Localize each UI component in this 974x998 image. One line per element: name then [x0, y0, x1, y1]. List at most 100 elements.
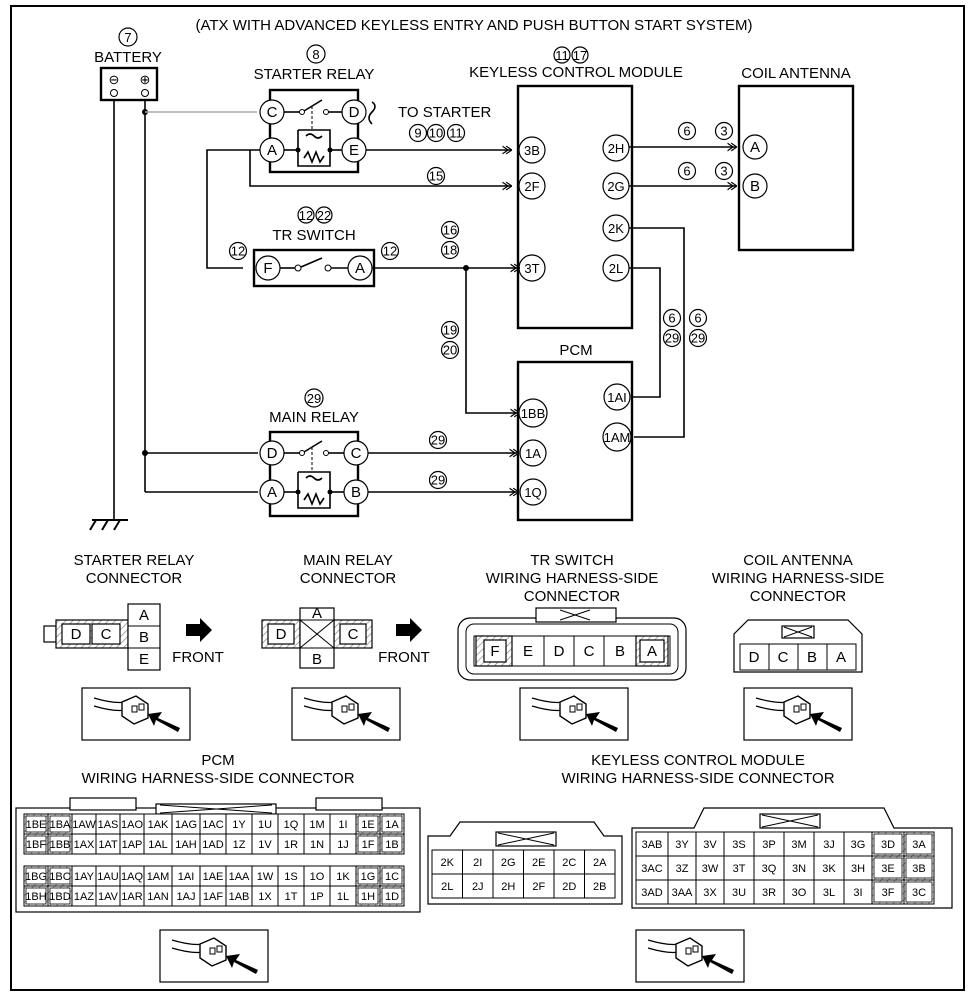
connector-pin-cell: 1G [355, 865, 381, 887]
svg-text:29: 29 [665, 331, 679, 346]
connector-pin-cell: 1R [277, 833, 305, 855]
svg-text:1K: 1K [336, 871, 350, 883]
wire-ref-number: 12 [380, 241, 400, 261]
svg-text:1B: 1B [385, 839, 398, 851]
svg-text:1V: 1V [258, 839, 272, 851]
svg-text:2G: 2G [607, 179, 624, 194]
pcm-label: PCM [559, 342, 592, 359]
svg-text:B: B [351, 484, 361, 501]
connector-pin-cell: 3H [843, 855, 873, 881]
svg-text:6: 6 [668, 311, 675, 326]
svg-text:A: A [647, 643, 657, 660]
svg-text:C: C [101, 626, 112, 643]
svg-text:2C: 2C [562, 857, 576, 869]
wire-ref-number: 9 [408, 123, 428, 143]
svg-text:KEYLESS CONTROL MODULE: KEYLESS CONTROL MODULE [591, 752, 805, 769]
svg-text:3AB: 3AB [642, 839, 663, 851]
svg-text:1AA: 1AA [229, 871, 250, 883]
connector-pin-cell: 1AX [71, 833, 97, 855]
svg-text:15: 15 [429, 169, 443, 184]
svg-text:20: 20 [443, 343, 457, 358]
connector-pin-cell: 3AA [667, 879, 697, 905]
wire-ref-number: 3 [714, 121, 734, 141]
battery-label: BATTERY [94, 49, 162, 66]
svg-text:1AB: 1AB [229, 891, 250, 903]
svg-text:3J: 3J [823, 839, 835, 851]
svg-text:3Z: 3Z [676, 863, 689, 875]
svg-text:18: 18 [443, 243, 457, 258]
svg-text:3Q: 3Q [762, 863, 777, 875]
wire-ref-number: 16 [440, 220, 460, 240]
svg-text:29: 29 [431, 433, 445, 448]
connector-pin-cell: 1M [303, 813, 331, 835]
svg-text:TR SWITCH: TR SWITCH [530, 552, 613, 569]
connector-pin-cell: 3O [783, 879, 815, 905]
svg-text:3S: 3S [732, 839, 745, 851]
svg-text:1AI: 1AI [178, 871, 195, 883]
svg-text:B: B [139, 629, 149, 646]
svg-text:1N: 1N [310, 839, 324, 851]
battery-box [99, 66, 159, 102]
connector-pin-cell: 1Q [277, 813, 305, 835]
wire-ref-number: 15 [426, 166, 446, 186]
svg-text:COIL ANTENNA: COIL ANTENNA [743, 552, 852, 569]
svg-text:3Y: 3Y [675, 839, 689, 851]
svg-text:1AP: 1AP [122, 839, 143, 851]
wire-ref-number: 18 [440, 240, 460, 260]
connector-pin-cell: 1BD [47, 885, 73, 907]
battery-ref-number [118, 27, 138, 47]
svg-text:16: 16 [443, 223, 457, 238]
svg-text:WIRING HARNESS-SIDE: WIRING HARNESS-SIDE [486, 570, 659, 587]
svg-text:2H: 2H [501, 881, 515, 893]
connector-pin-cell: 3X [695, 879, 725, 905]
svg-text:C: C [351, 445, 362, 462]
svg-text:19: 19 [443, 323, 457, 338]
svg-text:3W: 3W [702, 863, 719, 875]
svg-text:1S: 1S [284, 871, 297, 883]
svg-text:17: 17 [573, 48, 587, 63]
svg-text:29: 29 [431, 473, 445, 488]
svg-text:1C: 1C [385, 871, 399, 883]
svg-text:A: A [312, 605, 322, 622]
connector-pin-cell: 1AT [95, 833, 121, 855]
svg-text:3R: 3R [762, 887, 776, 899]
svg-text:1AL: 1AL [148, 839, 168, 851]
svg-text:1I: 1I [338, 819, 347, 831]
connector-plug-icon [519, 687, 629, 741]
connector-pin-cell: 3D [871, 831, 905, 857]
connector-pin-cell: 2E [523, 849, 555, 875]
connector-pin-cell: 1AR [119, 885, 145, 907]
wire-ref-number: 6 [688, 308, 708, 328]
svg-text:3M: 3M [791, 839, 806, 851]
svg-text:6: 6 [683, 164, 690, 179]
svg-text:1AO: 1AO [121, 819, 143, 831]
connector-pin-cell: 2A [584, 849, 616, 875]
svg-text:1AX: 1AX [74, 839, 95, 851]
connector-pin-cell: 1AK [143, 813, 173, 835]
svg-text:1AR: 1AR [121, 891, 142, 903]
svg-text:D: D [349, 104, 360, 121]
svg-text:E: E [139, 651, 149, 668]
wire-tr-a-to-1bb [465, 268, 519, 413]
svg-text:1L: 1L [337, 891, 349, 903]
wire-2k-to-1am [629, 227, 685, 438]
wire-a-to-2f [249, 150, 511, 186]
svg-text:2I: 2I [473, 857, 482, 869]
connector-pin-cell: 1AV [95, 885, 121, 907]
connector-pin-cell: 3N [783, 855, 815, 881]
connector-pin-cell: 3AC [635, 855, 669, 881]
connector-pin-cell: 3S [723, 831, 755, 857]
diagram-title: (ATX WITH ADVANCED KEYLESS ENTRY AND PUS… [195, 17, 752, 34]
svg-text:1AD: 1AD [202, 839, 223, 851]
svg-text:3X: 3X [703, 887, 717, 899]
connector-pin-cell: 1BB [47, 833, 73, 855]
svg-text:WIRING HARNESS-SIDE CONNECTOR: WIRING HARNESS-SIDE CONNECTOR [81, 770, 354, 787]
svg-text:1F: 1F [362, 839, 375, 851]
tr-switch-connector: TR SWITCH WIRING HARNESS-SIDE CONNECTOR … [457, 552, 687, 681]
wire-ref-number: 12 [228, 241, 248, 261]
svg-text:B: B [615, 643, 625, 660]
connector-pin-cell: 3G [843, 831, 873, 857]
connector-pin-cell: 1F [355, 833, 381, 855]
